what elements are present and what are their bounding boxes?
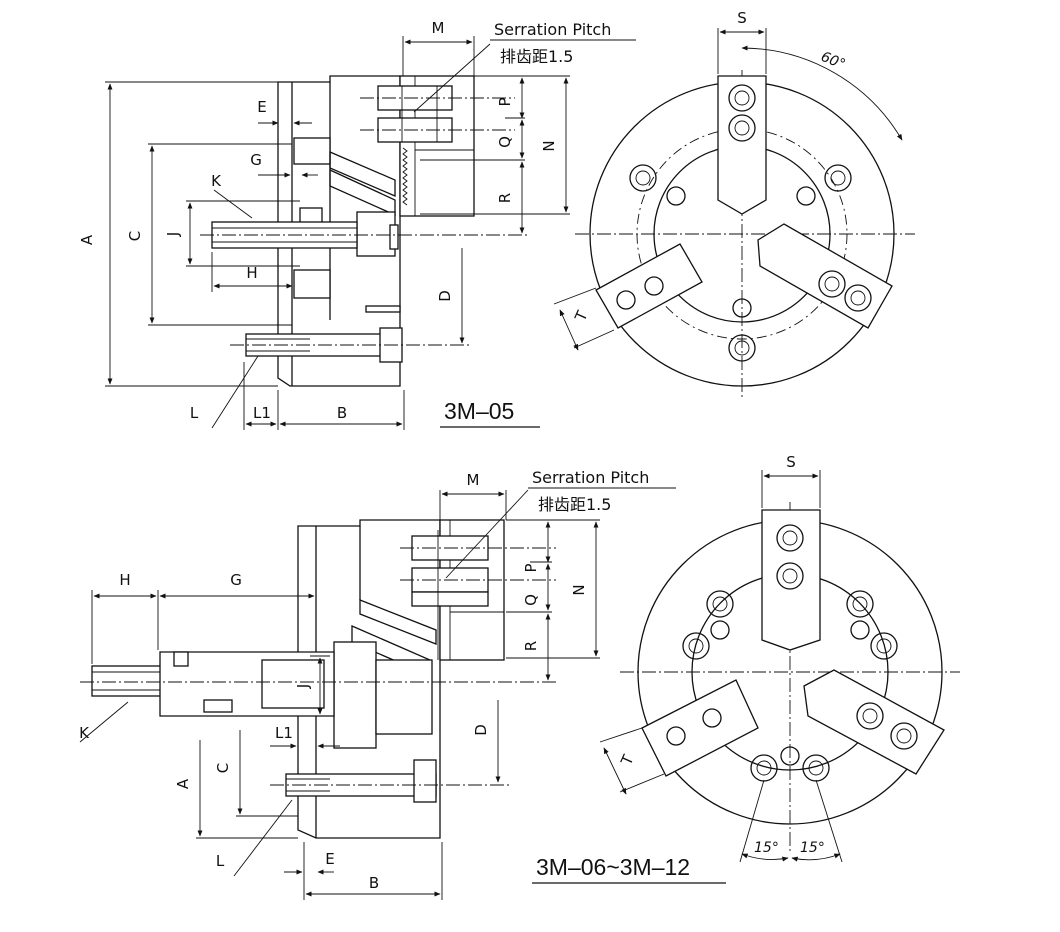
bottom-dim-t-label: T	[617, 751, 638, 768]
top-dim-q-label: Q	[496, 136, 514, 148]
top-dim-g-label: G	[250, 151, 262, 169]
bottom-dim-h-label: H	[119, 571, 130, 589]
top-dim-t-label: T	[571, 307, 592, 324]
bottom-dim-e-label: E	[325, 850, 334, 868]
top-dim-d-label: D	[436, 290, 454, 302]
top-dim-h-label: H	[246, 264, 257, 282]
bottom-dim-q-label: Q	[522, 594, 540, 606]
bottom-model-title: 3M–06~3M–12	[536, 854, 690, 880]
top-dim-p-label: P	[496, 97, 514, 106]
top-dim-l1-label: L1	[253, 404, 271, 422]
top-dim-a-label: A	[78, 234, 96, 245]
bottom-dim-g-label: G	[230, 571, 242, 589]
top-dim-b-label: B	[337, 404, 347, 422]
bottom-dim-s-label: S	[786, 453, 796, 471]
top-side-view: A C J H E G K M P Q R N	[78, 19, 636, 430]
top-dim-r-label: R	[496, 193, 514, 203]
bottom-serration-note-cn: 排齿距1.5	[538, 495, 611, 514]
bottom-dim-b-label: B	[369, 874, 379, 892]
top-angle-label: 60°	[819, 49, 848, 73]
bottom-dim-a-label: A	[174, 778, 192, 789]
bottom-front-view: S 15° 15° T 3M–06~3M–12	[532, 453, 960, 884]
top-serration-note-cn: 排齿距1.5	[500, 47, 573, 66]
bottom-dim-d-label: D	[472, 724, 490, 736]
top-dim-j-label: J	[164, 232, 182, 237]
top-model-title: 3M–05	[444, 398, 514, 424]
bottom-dim-n-label: N	[570, 584, 588, 595]
top-dim-k-label: K	[211, 172, 222, 190]
bottom-side-view: H G K J M P Q R N D A C L1	[79, 468, 676, 900]
bottom-dim-l1-label: L1	[275, 724, 293, 742]
bottom-dim-r-label: R	[522, 641, 540, 651]
bottom-dim-m-label: M	[467, 471, 480, 489]
top-dim-l-label: L	[190, 404, 199, 422]
top-dim-m-label: M	[432, 19, 445, 37]
top-front-view: S 60° T	[553, 9, 915, 400]
bottom-serration-note-en: Serration Pitch	[532, 468, 649, 487]
bottom-dim-j-label: J	[294, 684, 312, 689]
bottom-angle-right-label: 15°	[800, 840, 825, 856]
top-dim-s-label: S	[737, 9, 747, 27]
top-serration-note-en: Serration Pitch	[494, 20, 611, 39]
top-dim-n-label: N	[540, 140, 558, 151]
bottom-dim-k-label: K	[79, 724, 90, 742]
bottom-dim-c-label: C	[214, 763, 232, 773]
top-dim-e-label: E	[257, 98, 266, 116]
bottom-dim-l-label: L	[216, 852, 225, 870]
bottom-angle-left-label: 15°	[754, 840, 779, 856]
top-dim-c-label: C	[126, 231, 144, 241]
bottom-dim-p-label: P	[522, 563, 540, 572]
